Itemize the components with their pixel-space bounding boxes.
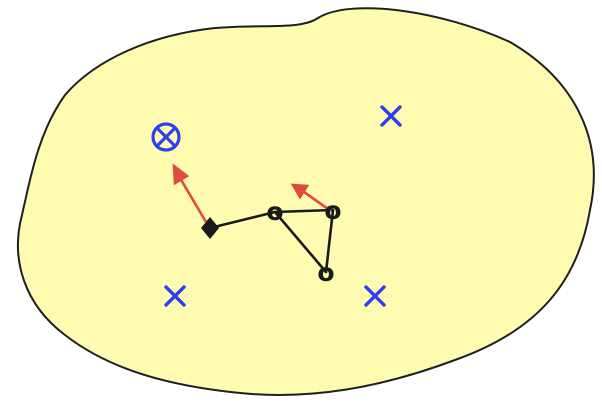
- x-mark-icon: [364, 285, 386, 307]
- diamond-icon: [201, 217, 219, 239]
- arrows: [172, 163, 332, 223]
- region-blob: [16, 7, 595, 396]
- edge-left-to-right-joint: [273, 208, 335, 214]
- x-mark-icon: [380, 105, 402, 127]
- arrow-joint-shaft: [303, 190, 332, 213]
- edge-left-to-bottom-joint: [273, 210, 328, 274]
- joint-bottom-label: o: [317, 258, 334, 287]
- edge-base-to-left-joint: [208, 210, 277, 230]
- arrow-base-shaft: [178, 177, 208, 223]
- joint-right-label: o: [324, 196, 341, 225]
- red-arrow-icon: [290, 183, 310, 200]
- joint-left-label: o: [266, 197, 283, 226]
- edge-right-to-bottom-joint: [324, 208, 335, 274]
- linkage: [208, 208, 335, 274]
- circled-times-icon: [151, 122, 181, 152]
- red-arrow-icon: [172, 163, 190, 186]
- x-mark-icon: [164, 285, 186, 307]
